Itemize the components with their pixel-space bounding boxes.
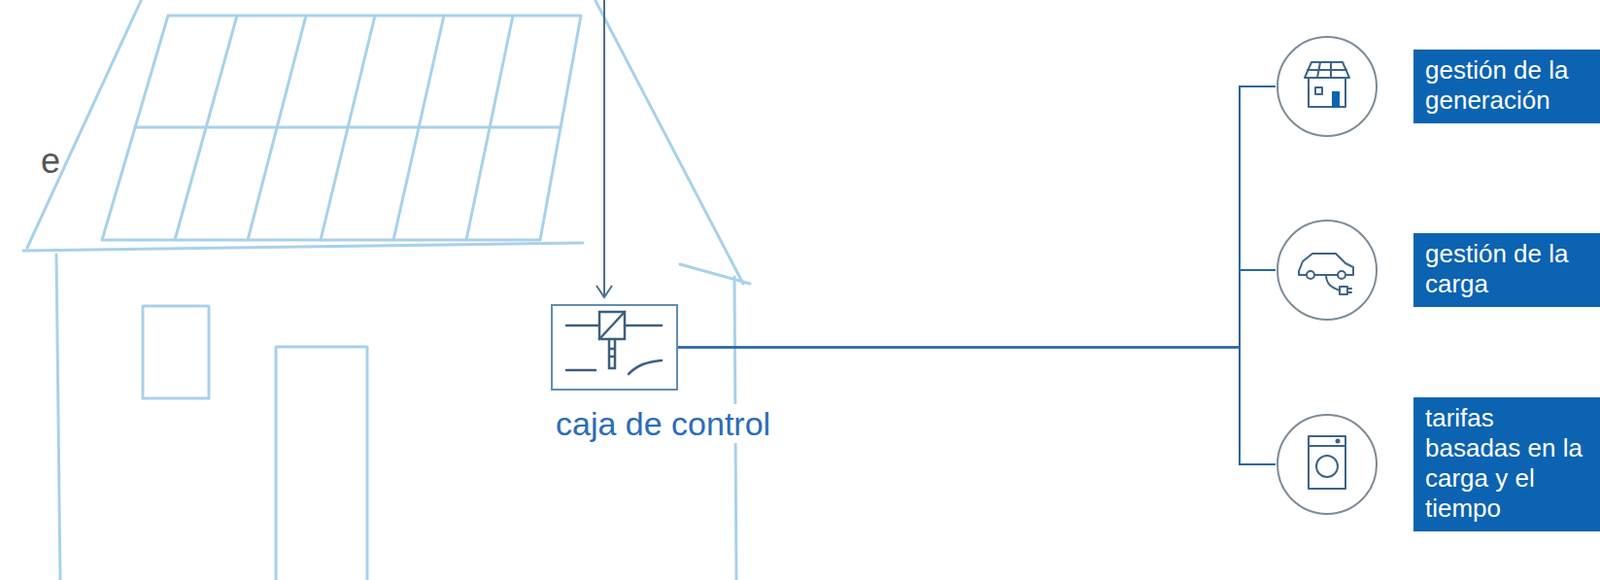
connector-line (678, 270, 1276, 348)
function-item: gestión de la generación (1275, 34, 1600, 139)
house-sketch (23, 0, 750, 580)
function-label-box: gestión de la carga (1413, 233, 1600, 307)
icon-circle (1275, 412, 1379, 516)
cut-off-text: e (40, 141, 61, 181)
inverter-lines (566, 311, 662, 375)
icon-circle (1275, 34, 1379, 138)
washer-icon (1308, 436, 1346, 489)
car-icon (1298, 253, 1354, 295)
control-box (550, 304, 679, 391)
function-item: gestión de la carga (1275, 217, 1600, 323)
function-item: tarifas basadas en la carga y el tiempo (1275, 397, 1600, 532)
inverter-symbol (552, 306, 677, 389)
connector-line (678, 86, 1276, 348)
function-label-box: gestión de la generación (1413, 49, 1600, 124)
function-label-box: tarifas basadas en la carga y el tiempo (1413, 397, 1600, 532)
leader-arrow (596, 0, 613, 298)
house-icon (1304, 62, 1350, 107)
icon-circle (1275, 218, 1379, 322)
box-caption: caja de control (551, 404, 775, 443)
